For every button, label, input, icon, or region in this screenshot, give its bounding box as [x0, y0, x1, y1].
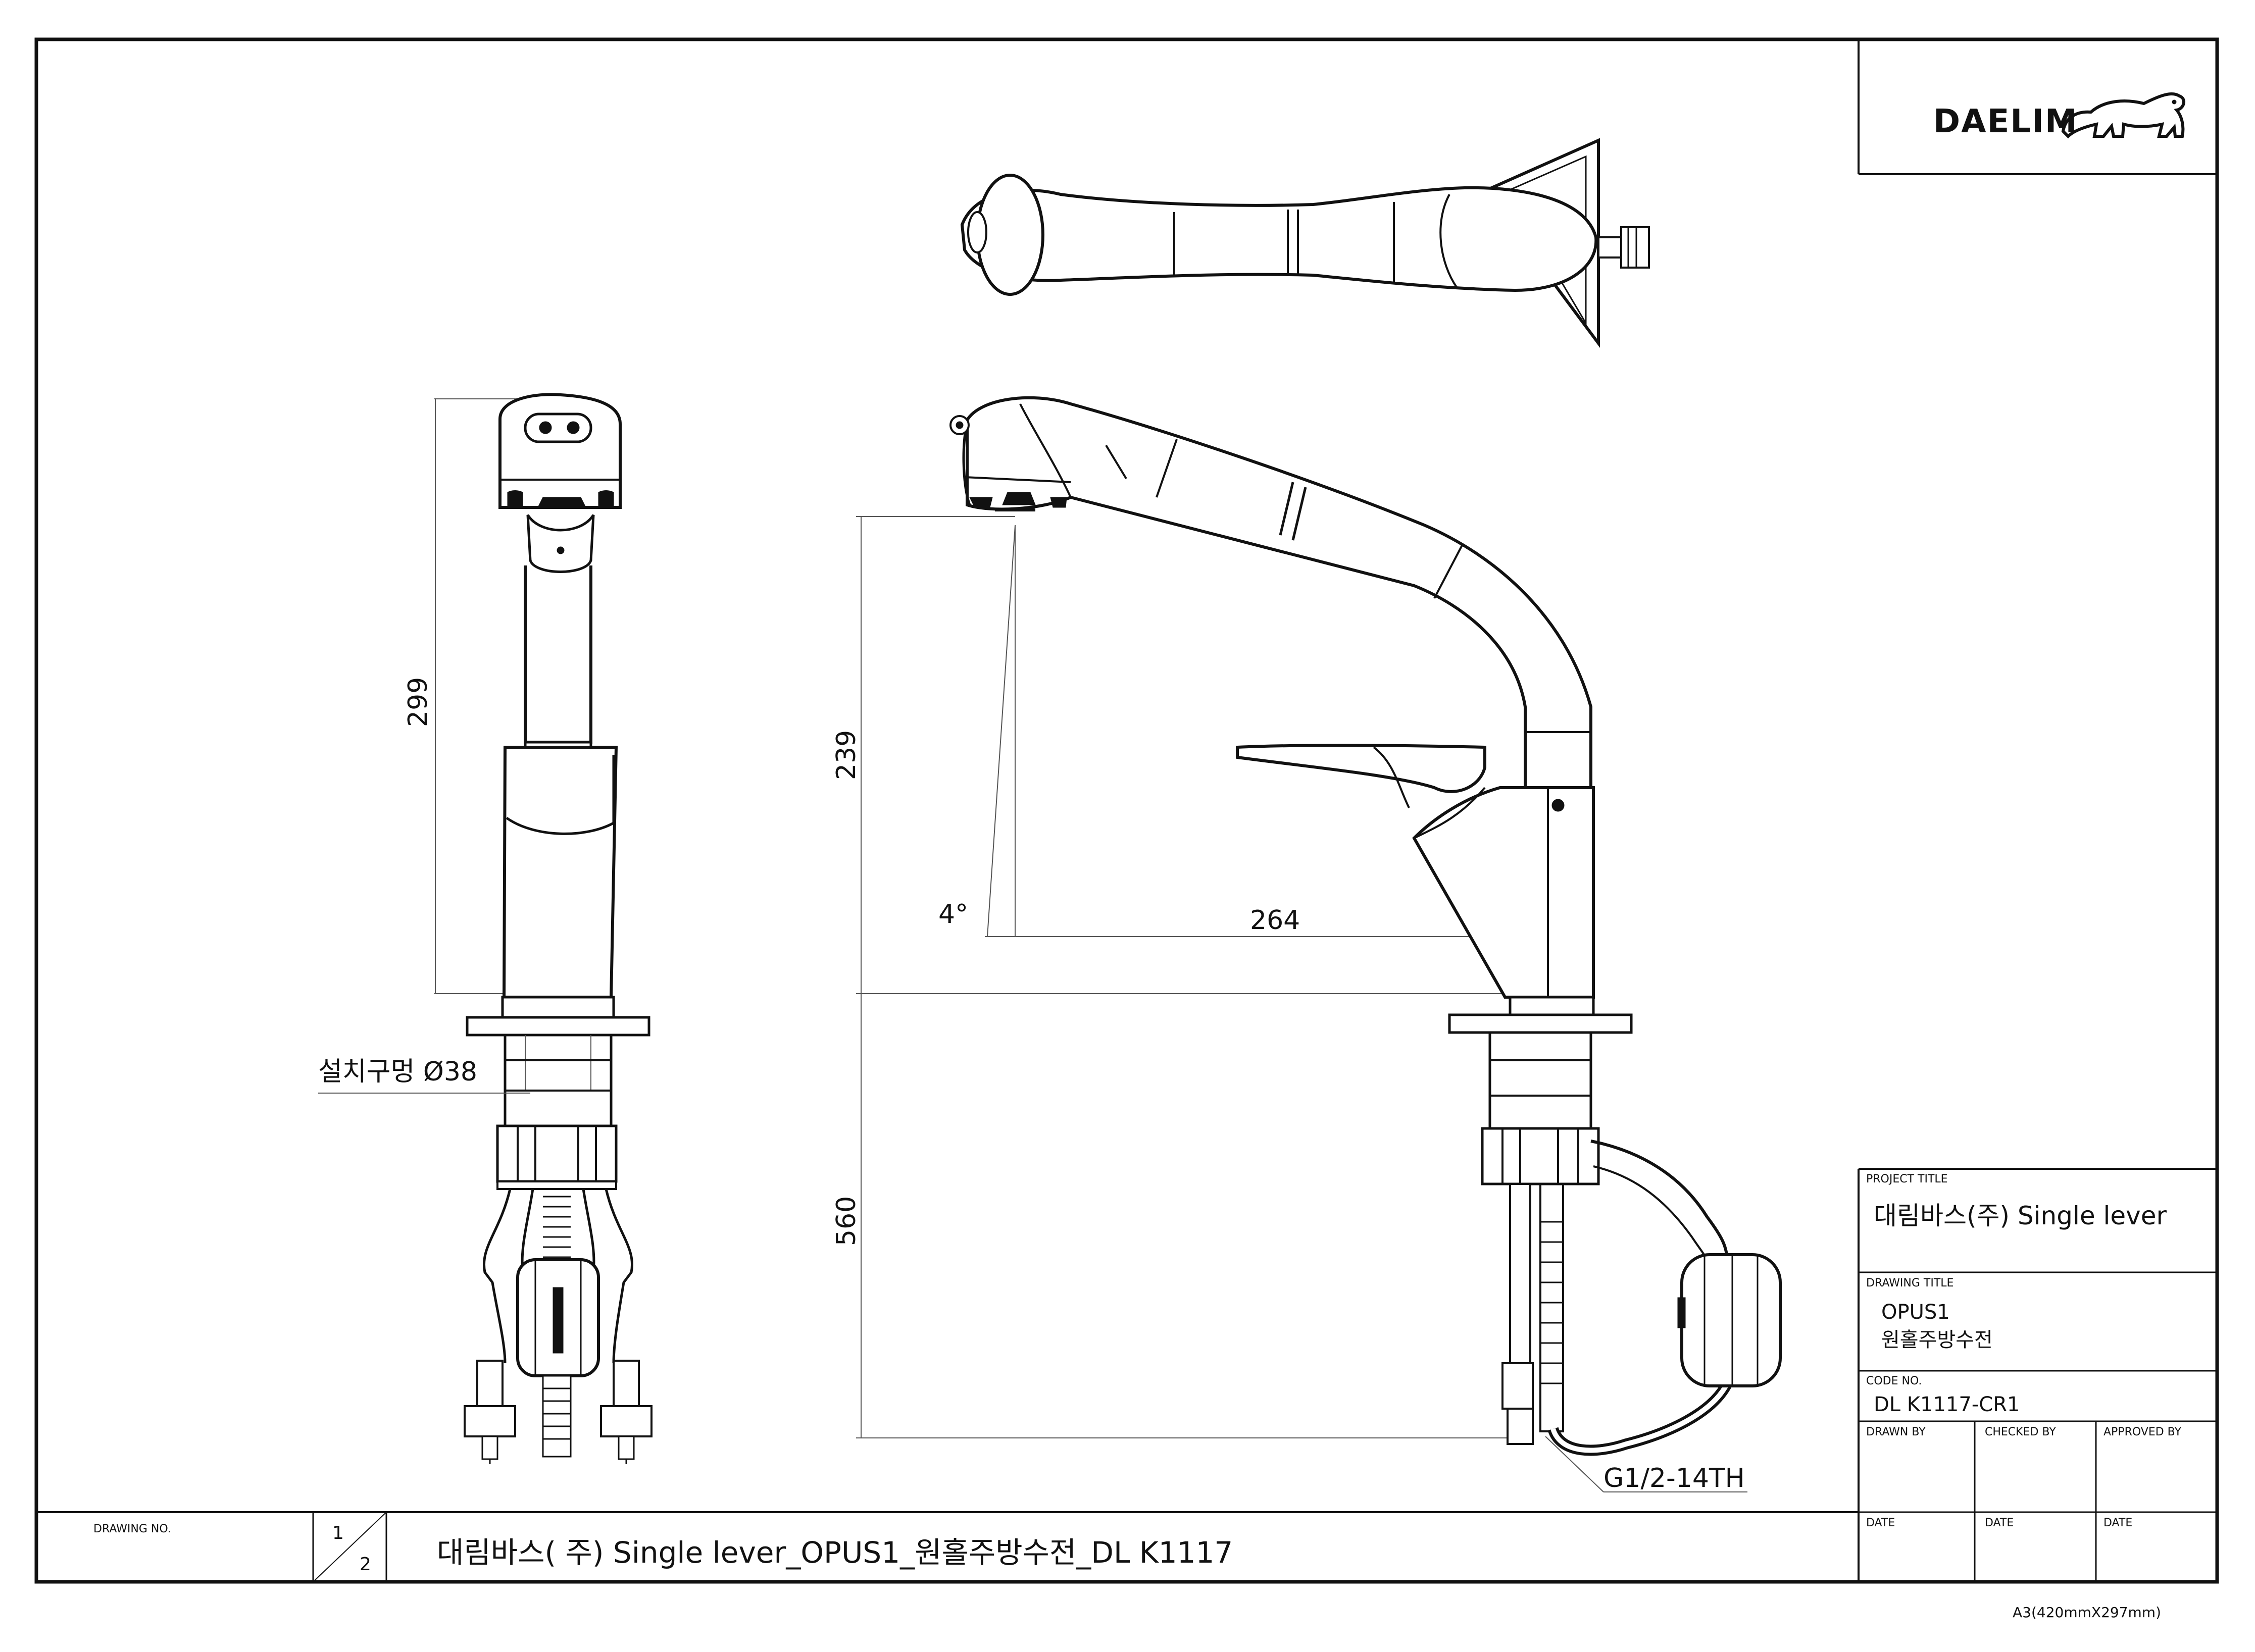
drawing-frame: [34, 37, 2219, 1584]
drawing-no-label: DRAWING NO.: [93, 1523, 171, 1535]
date-label-1: DATE: [1866, 1517, 1895, 1529]
sheet-total: 2: [360, 1554, 371, 1575]
lever-handle-side: [1236, 744, 1486, 793]
drawing-name: 대림바스( 주) Single lever_OPUS1_원홀주방수전_DL K1…: [437, 1535, 1233, 1570]
polar-bear-logo-icon: [2061, 92, 2185, 139]
dim-length-560: 560: [831, 1196, 862, 1246]
code-no: DL K1117-CR1: [1874, 1393, 2020, 1416]
approved-by-label: APPROVED BY: [2103, 1426, 2182, 1438]
title-block: PROJECT TITLE 대림바스(주) Single lever DRAWI…: [1858, 1168, 2217, 1582]
dim-mount-hole: 설치구멍 Ø38: [318, 1057, 477, 1087]
drawn-by-label: DRAWN BY: [1866, 1426, 1926, 1438]
spout-arm-side: [966, 396, 1592, 789]
dim-reach-264: 264: [1250, 905, 1300, 936]
sheet-current: 1: [332, 1523, 344, 1543]
faucet-body-front: [502, 746, 618, 999]
drawing-title-label: DRAWING TITLE: [1866, 1277, 1953, 1289]
dim-height-239: 239: [831, 730, 862, 780]
dim-thread: G1/2-14TH: [1603, 1463, 1745, 1493]
brand-name: DAELIM: [1933, 103, 2078, 140]
top-view: [960, 138, 1650, 348]
checked-by-label: CHECKED BY: [1985, 1426, 2056, 1438]
hose-weight-side: [1680, 1253, 1782, 1387]
footer-block: DRAWING NO. 1 2 대림바스( 주) Single lever_OP…: [36, 1511, 1859, 1582]
paper-size: A3(420mmX297mm): [2013, 1604, 2161, 1621]
code-no-label: CODE NO.: [1866, 1375, 1922, 1387]
date-label-2: DATE: [1985, 1517, 2014, 1529]
drawing-title-line1: OPUS1: [1881, 1301, 1950, 1324]
logo-box: DAELIM: [1858, 39, 2217, 175]
project-title-label: PROJECT TITLE: [1866, 1173, 1948, 1185]
side-view: 239 560 4° 264: [831, 396, 1782, 1493]
dim-height-299: 299: [403, 677, 433, 727]
date-label-3: DATE: [2103, 1517, 2132, 1529]
drawing-title-line2: 원홀주방수전: [1881, 1328, 1993, 1352]
project-title: 대림바스(주) Single lever: [1874, 1201, 2167, 1230]
faucet-body-side: [1412, 786, 1595, 999]
dim-angle-4: 4°: [938, 899, 968, 930]
front-view: 299: [318, 393, 653, 1464]
top-spout-body: [960, 186, 1598, 292]
spray-head-front: [498, 393, 622, 509]
